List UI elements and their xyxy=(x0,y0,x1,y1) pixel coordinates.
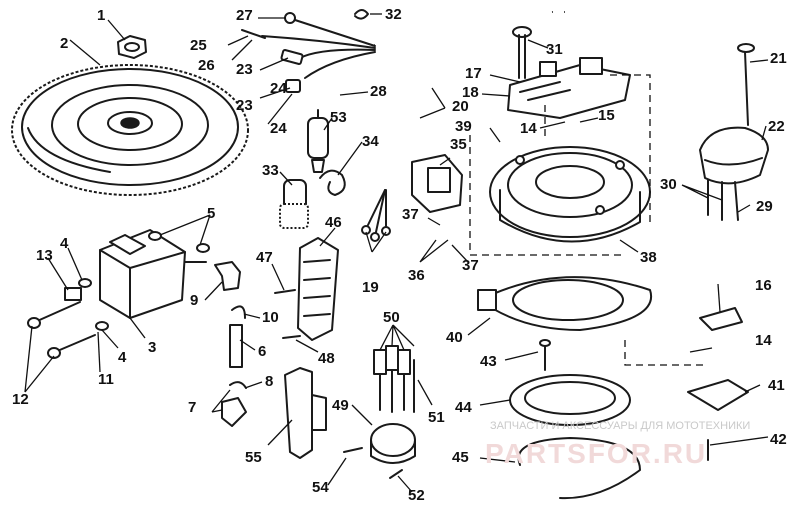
snap-ring xyxy=(517,437,641,500)
callout-3: 3 xyxy=(148,339,156,356)
callout-44: 44 xyxy=(455,399,472,416)
boot-connector xyxy=(307,109,329,173)
callout-12: 12 xyxy=(12,391,29,408)
rectifier-screw xyxy=(343,447,363,453)
callout-14b: 14 xyxy=(755,332,772,349)
terminal-block xyxy=(297,237,339,341)
stator-timer-base xyxy=(489,146,651,243)
callout-24b: 24 xyxy=(270,120,287,137)
callout-48: 48 xyxy=(318,350,335,367)
callout-39: 39 xyxy=(455,118,472,135)
retainer-ring xyxy=(509,374,631,426)
harness-wires xyxy=(241,12,376,93)
watermark: PARTSFOR.RU ЗАПЧАСТИ И АКСЕССУАРЫ ДЛЯ МО… xyxy=(485,420,750,469)
timer-sensor xyxy=(699,126,769,185)
watermark-caption: ЗАПЧАСТИ И АКСЕССУАРЫ ДЛЯ МОТОТЕХНИКИ xyxy=(490,420,750,432)
rectifier-screw-2 xyxy=(389,469,403,479)
callout-18: 18 xyxy=(462,84,479,101)
callout-37b: 37 xyxy=(462,257,479,274)
wire-harness-sheath xyxy=(373,6,771,192)
timer-base-plate xyxy=(477,276,653,331)
callout-36: 36 xyxy=(408,267,425,284)
callout-51: 51 xyxy=(428,409,445,426)
cam-follower xyxy=(687,379,749,411)
callout-8: 8 xyxy=(265,373,273,390)
callout-50: 50 xyxy=(383,309,400,326)
flywheel-nut xyxy=(117,35,147,59)
callout-40: 40 xyxy=(446,329,463,346)
callout-25: 25 xyxy=(190,37,207,54)
callout-15: 15 xyxy=(598,107,615,124)
callout-21: 21 xyxy=(770,50,787,67)
terminal-screw-2 xyxy=(282,335,301,339)
callout-26: 26 xyxy=(198,57,215,74)
callout-11: 11 xyxy=(98,371,114,388)
callout-20: 20 xyxy=(452,98,469,115)
callout-52: 52 xyxy=(408,487,425,504)
callout-28: 28 xyxy=(370,83,387,100)
power-pack xyxy=(99,229,207,319)
callout-5: 5 xyxy=(207,205,215,222)
callout-49: 49 xyxy=(332,397,349,414)
callouts: 1 2 3 4 4 5 6 7 8 9 10 11 12 13 14 14 15… xyxy=(12,6,787,504)
callout-53: 53 xyxy=(330,109,347,126)
callout-45: 45 xyxy=(452,449,469,466)
callout-14a: 14 xyxy=(520,120,537,137)
power-pack-hardware xyxy=(27,231,210,359)
callout-1: 1 xyxy=(97,7,105,24)
callout-46: 46 xyxy=(325,214,342,231)
callout-30: 30 xyxy=(660,176,677,193)
callout-22: 22 xyxy=(768,118,785,135)
flywheel xyxy=(11,64,249,196)
callout-29: 29 xyxy=(756,198,773,215)
retaining-screw xyxy=(512,26,532,79)
retaining-spring xyxy=(319,169,346,196)
rectifier xyxy=(370,345,416,464)
callout-13: 13 xyxy=(36,247,53,264)
callout-31: 31 xyxy=(546,41,563,58)
callout-23a: 23 xyxy=(236,61,253,78)
callout-4b: 4 xyxy=(118,349,127,366)
sensor-leads xyxy=(707,179,739,221)
callout-35: 35 xyxy=(450,136,467,153)
callout-55: 55 xyxy=(245,449,262,466)
leader-lines xyxy=(24,13,769,493)
callout-42: 42 xyxy=(770,431,787,448)
callout-43: 43 xyxy=(480,353,497,370)
alignment-lines xyxy=(469,74,705,366)
mounting-bracket xyxy=(284,367,327,459)
callout-6: 6 xyxy=(258,343,266,360)
watermark-logo: PARTSFOR.RU xyxy=(485,438,707,469)
spark-plug-connector xyxy=(279,179,309,229)
wire-clip xyxy=(354,9,369,20)
callout-37a: 37 xyxy=(402,206,419,223)
stator-leads xyxy=(361,189,391,242)
callout-4a: 4 xyxy=(60,235,69,252)
callout-34: 34 xyxy=(362,133,379,150)
callout-38: 38 xyxy=(640,249,657,266)
callout-32: 32 xyxy=(385,6,402,23)
callout-24a: 24 xyxy=(270,80,287,97)
callout-9: 9 xyxy=(190,292,198,309)
terminal-screw xyxy=(274,289,296,294)
sensor-assembly xyxy=(507,57,631,119)
callout-19: 19 xyxy=(362,279,379,296)
callout-23b: 23 xyxy=(236,97,253,114)
charge-coil xyxy=(411,154,463,213)
throttle-cam xyxy=(699,307,743,331)
callout-33: 33 xyxy=(262,162,279,179)
callout-10: 10 xyxy=(262,309,279,326)
callout-7: 7 xyxy=(188,399,196,416)
callout-2: 2 xyxy=(60,35,68,52)
long-screw xyxy=(744,51,749,126)
callout-27: 27 xyxy=(236,7,253,24)
callout-41: 41 xyxy=(768,377,785,394)
callout-17: 17 xyxy=(465,65,482,82)
elbow-and-sleeves xyxy=(214,261,247,427)
callout-16: 16 xyxy=(755,277,772,294)
callout-47: 47 xyxy=(256,249,273,266)
callout-54: 54 xyxy=(312,479,329,496)
